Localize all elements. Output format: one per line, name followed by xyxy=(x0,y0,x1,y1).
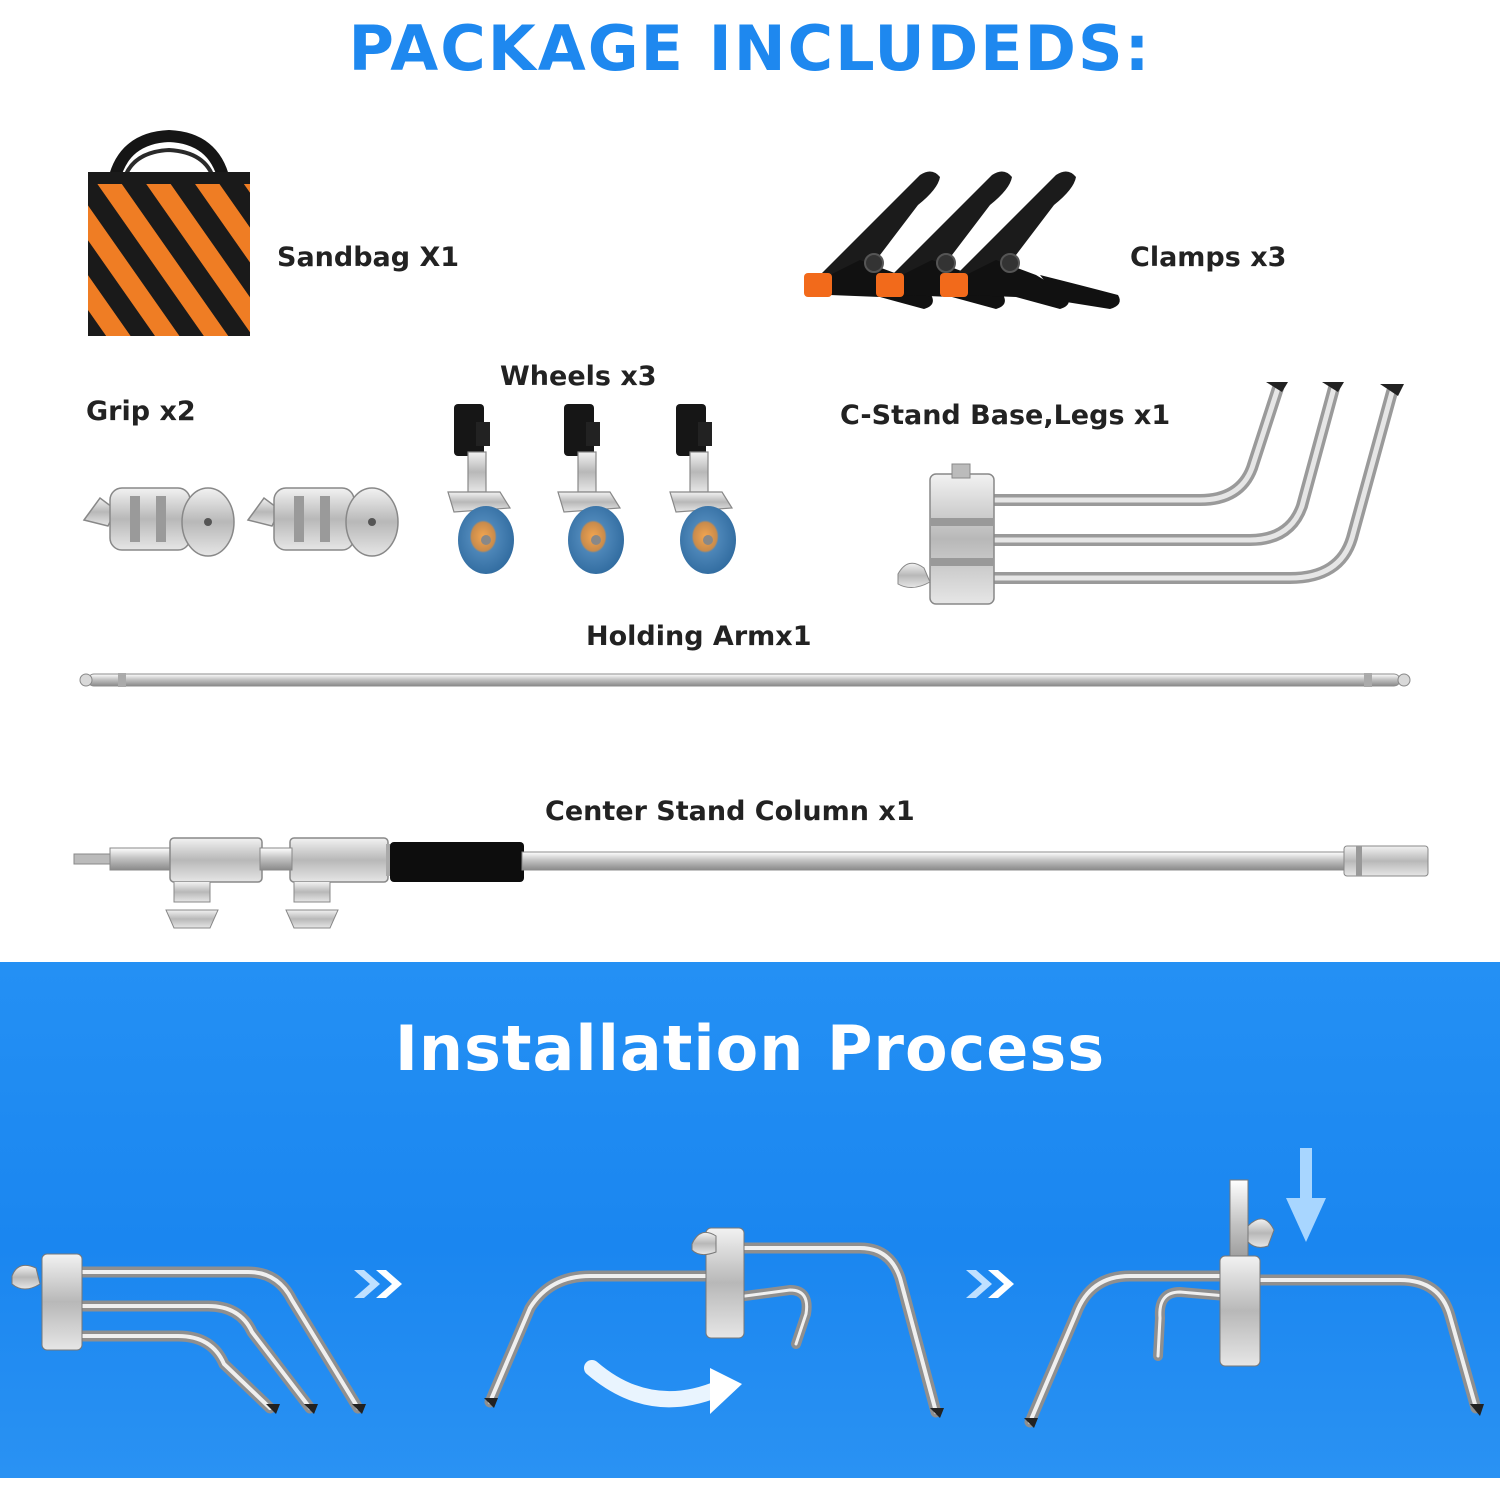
holding-arm-icon xyxy=(79,673,1411,687)
clamps-icon xyxy=(804,170,1120,310)
bottom-margin xyxy=(0,1478,1500,1500)
step-3-insert-column-icon xyxy=(1024,1148,1484,1428)
step-1-folded-base-icon xyxy=(11,1253,366,1414)
wheels-icon xyxy=(447,403,737,575)
sandbag-label: Sandbag X1 xyxy=(277,242,460,273)
step-2-spread-legs-icon xyxy=(484,1227,944,1418)
column-label: Center Stand Column x1 xyxy=(545,796,915,827)
center-column-icon xyxy=(73,837,1429,929)
sandbag-icon xyxy=(88,129,250,336)
base-label: C-Stand Base,Legs x1 xyxy=(840,400,1171,431)
grip-icon xyxy=(82,487,399,557)
chevron-right-icon xyxy=(966,1270,1014,1298)
grip-label: Grip x2 xyxy=(86,396,196,427)
package-title: PACKAGE INCLUDEDS: xyxy=(348,12,1152,85)
arm-label: Holding Armx1 xyxy=(586,621,812,652)
installation-title: Installation Process xyxy=(394,1012,1106,1085)
cstand-base-icon xyxy=(897,382,1404,605)
wheels-label: Wheels x3 xyxy=(500,361,657,392)
chevron-right-icon xyxy=(354,1270,402,1298)
clamps-label: Clamps x3 xyxy=(1130,242,1287,273)
